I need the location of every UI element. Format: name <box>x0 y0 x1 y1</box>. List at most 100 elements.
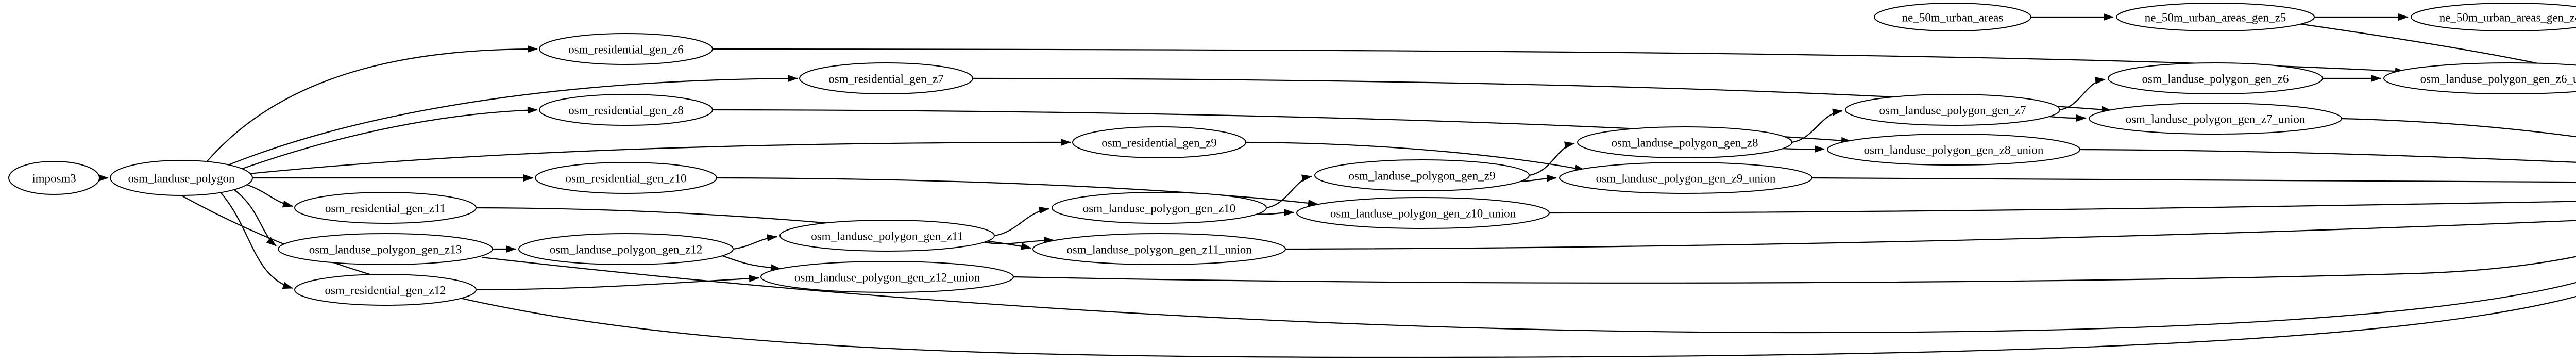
node-label-imposm3: imposm3 <box>32 172 76 185</box>
node-label-osm_landuse_polygon_gen_z7_union: osm_landuse_polygon_gen_z7_union <box>2126 113 2306 126</box>
edge-osm_landuse_polygon_gen_z7_union-to-layer_landuse_z7 <box>2341 118 2576 138</box>
edge-osm_landuse_polygon-to-osm_residential_gen_z9 <box>248 139 1071 175</box>
edge-osm_landuse_polygon_gen_z10-to-osm_landuse_polygon_gen_z9 <box>1266 174 1312 209</box>
node-ellipse-osm_landuse_polygon_gen_z10 <box>1052 192 1267 224</box>
node-ellipse-ne_50m_urban_areas_gen_z5 <box>2116 3 2315 31</box>
node-osm_residential_gen_z6: osm_residential_gen_z6 <box>539 33 713 65</box>
node-label-osm_landuse_polygon_gen_z6_union: osm_landuse_polygon_gen_z6_union <box>2420 73 2576 86</box>
node-osm_landuse_polygon_gen_z6: osm_landuse_polygon_gen_z6 <box>2108 62 2323 94</box>
node-label-ne_50m_urban_areas: ne_50m_urban_areas <box>1902 11 2004 24</box>
edge-osm_landuse_polygon-to-osm_landuse_polygon_gen_z13 <box>232 188 277 246</box>
edge-osm_landuse_polygon_gen_z10_union-to-layer_landuse_z10 <box>1549 201 2576 214</box>
node-ellipse-imposm3 <box>8 161 100 195</box>
node-label-osm_residential_gen_z6: osm_residential_gen_z6 <box>568 43 684 56</box>
edge-osm_residential_gen_z12-to-osm_landuse_polygon_gen_z12_union <box>476 275 759 291</box>
edge-osm_landuse_polygon-to-osm_residential_gen_z6 <box>206 45 538 163</box>
node-osm_landuse_polygon_gen_z6_union: osm_landuse_polygon_gen_z6_union <box>2383 62 2576 94</box>
edge-osm_landuse_polygon-to-osm_residential_gen_z11 <box>245 183 293 208</box>
edge-osm_landuse_polygon_gen_z8_union-to-layer_landuse_z8 <box>2079 149 2576 163</box>
edge-osm_landuse_polygon_gen_z9_union-to-layer_landuse_z9 <box>1811 177 2576 183</box>
node-ellipse-osm_landuse_polygon_gen_z10_union <box>1296 197 1550 229</box>
node-osm_landuse_polygon_gen_z11: osm_landuse_polygon_gen_z11 <box>779 220 995 252</box>
node-ellipse-osm_landuse_polygon_gen_z8_union <box>1827 134 2080 166</box>
edge-osm_landuse_polygon-to-osm_residential_gen_z12 <box>220 192 293 289</box>
edge-osm_landuse_polygon-to-osm_residential_gen_z7 <box>225 75 798 167</box>
node-label-osm_landuse_polygon_gen_z9_union: osm_landuse_polygon_gen_z9_union <box>1596 172 1776 185</box>
node-label-osm_residential_gen_z11: osm_residential_gen_z11 <box>325 202 446 215</box>
node-ellipse-osm_landuse_polygon_gen_z11_union <box>1032 233 1286 265</box>
node-ellipse-osm_residential_gen_z8 <box>539 94 713 126</box>
node-ellipse-osm_landuse_polygon_gen_z13 <box>278 233 493 265</box>
edge-osm_landuse_polygon_gen_z11_union-to-layer_landuse_z11 <box>1285 220 2576 250</box>
node-osm_landuse_polygon_gen_z9_union: osm_landuse_polygon_gen_z9_union <box>1559 162 1812 194</box>
node-ellipse-osm_landuse_polygon_gen_z8 <box>1577 126 1792 158</box>
edge-osm_landuse_polygon-to-osm_residential_gen_z8 <box>239 106 538 171</box>
node-osm_landuse_polygon_gen_z8: osm_landuse_polygon_gen_z8 <box>1577 126 1792 158</box>
node-label-osm_landuse_polygon_gen_z13: osm_landuse_polygon_gen_z13 <box>309 243 462 256</box>
node-ellipse-osm_landuse_polygon_gen_z6 <box>2108 62 2323 94</box>
node-osm_residential_gen_z7: osm_residential_gen_z7 <box>799 62 973 94</box>
edge-osm_residential_gen_z9-to-osm_landuse_polygon_gen_z9_union <box>1245 141 1585 172</box>
edge-osm_landuse_polygon-to-layer_landuse_z14plus <box>181 195 2576 358</box>
node-ellipse-osm_residential_gen_z9 <box>1072 126 1246 158</box>
node-imposm3: imposm3 <box>8 161 100 195</box>
node-label-osm_residential_gen_z8: osm_residential_gen_z8 <box>568 104 684 117</box>
edge-osm_landuse_polygon_gen_z12_union-to-layer_landuse_z12 <box>1013 256 2576 284</box>
node-osm_landuse_polygon_gen_z7_union: osm_landuse_polygon_gen_z7_union <box>2089 103 2342 135</box>
node-label-osm_residential_gen_z10: osm_residential_gen_z10 <box>565 172 686 185</box>
node-osm_landuse_polygon_gen_z12: osm_landuse_polygon_gen_z12 <box>518 233 734 265</box>
edge-osm_landuse_polygon_gen_z9-to-osm_landuse_polygon_gen_z8 <box>1529 141 1575 176</box>
node-ellipse-osm_landuse_polygon_gen_z9 <box>1314 159 1530 191</box>
edge-osm_landuse_polygon_gen_z11-to-osm_landuse_polygon_gen_z10 <box>994 206 1049 237</box>
node-label-osm_landuse_polygon_gen_z8: osm_landuse_polygon_gen_z8 <box>1612 137 1758 150</box>
node-ellipse-osm_landuse_polygon_gen_z7_union <box>2089 103 2342 135</box>
node-osm_landuse_polygon: osm_landuse_polygon <box>110 160 253 196</box>
node-ellipse-ne_50m_urban_areas_gen_z4 <box>2411 3 2576 31</box>
node-label-osm_landuse_polygon_gen_z10_union: osm_landuse_polygon_gen_z10_union <box>1330 207 1516 220</box>
node-label-osm_landuse_polygon_gen_z12: osm_landuse_polygon_gen_z12 <box>550 243 702 256</box>
node-ellipse-osm_landuse_polygon_gen_z9_union <box>1559 162 1812 194</box>
node-label-osm_landuse_polygon_gen_z6: osm_landuse_polygon_gen_z6 <box>2142 73 2289 86</box>
node-ellipse-osm_landuse_polygon <box>110 160 253 196</box>
node-ellipse-osm_residential_gen_z7 <box>799 62 973 94</box>
node-label-osm_landuse_polygon_gen_z10: osm_landuse_polygon_gen_z10 <box>1083 202 1235 215</box>
edge-osm_landuse_polygon_gen_z10-to-osm_landuse_polygon_gen_z10_union <box>1256 209 1294 217</box>
node-label-osm_residential_gen_z12: osm_residential_gen_z12 <box>325 284 446 297</box>
node-ellipse-osm_residential_gen_z10 <box>535 162 717 194</box>
node-label-osm_landuse_polygon_gen_z11: osm_landuse_polygon_gen_z11 <box>811 230 963 243</box>
node-osm_landuse_polygon_gen_z12_union: osm_landuse_polygon_gen_z12_union <box>760 261 1014 293</box>
node-osm_landuse_polygon_gen_z11_union: osm_landuse_polygon_gen_z11_union <box>1032 233 1286 265</box>
edge-osm_landuse_polygon_gen_z9-to-osm_landuse_polygon_gen_z9_union <box>1519 174 1557 183</box>
node-label-osm_landuse_polygon_gen_z8_union: osm_landuse_polygon_gen_z8_union <box>1864 144 2044 157</box>
node-label-osm_landuse_polygon_gen_z12_union: osm_landuse_polygon_gen_z12_union <box>794 271 980 284</box>
node-osm_landuse_polygon_gen_z9: osm_landuse_polygon_gen_z9 <box>1314 159 1530 191</box>
node-label-osm_landuse_polygon_gen_z7: osm_landuse_polygon_gen_z7 <box>1879 104 2026 117</box>
edge-osm_residential_gen_z10-to-osm_landuse_polygon_gen_z10_union <box>716 177 1318 207</box>
edge-osm_landuse_polygon_gen_z12-to-osm_landuse_polygon_gen_z11 <box>733 234 777 250</box>
edge-osm_landuse_polygon_gen_z11-to-osm_landuse_polygon_gen_z11_union <box>985 237 1055 244</box>
node-ellipse-osm_residential_gen_z12 <box>294 274 477 306</box>
node-ellipse-osm_residential_gen_z6 <box>539 33 713 65</box>
node-ne_50m_urban_areas_gen_z5: ne_50m_urban_areas_gen_z5 <box>2116 3 2315 31</box>
node-osm_landuse_polygon_gen_z7: osm_landuse_polygon_gen_z7 <box>1845 94 2060 126</box>
node-ne_50m_urban_areas: ne_50m_urban_areas <box>1874 3 2031 31</box>
node-osm_landuse_polygon_gen_z8_union: osm_landuse_polygon_gen_z8_union <box>1827 134 2080 166</box>
node-ne_50m_urban_areas_gen_z4: ne_50m_urban_areas_gen_z4 <box>2411 3 2576 31</box>
node-ellipse-osm_landuse_polygon_gen_z12_union <box>760 261 1014 293</box>
node-label-osm_landuse_polygon_gen_z11_union: osm_landuse_polygon_gen_z11_union <box>1066 243 1252 256</box>
edge-osm_landuse_polygon_gen_z13-to-layer_landuse_z13 <box>481 256 2576 334</box>
node-ellipse-osm_landuse_polygon_gen_z6_union <box>2383 62 2576 94</box>
node-osm_landuse_polygon_gen_z10_union: osm_landuse_polygon_gen_z10_union <box>1296 197 1550 229</box>
edge-osm_landuse_polygon_gen_z7-to-osm_landuse_polygon_gen_z6 <box>2059 77 2106 111</box>
node-ellipse-osm_landuse_polygon_gen_z11 <box>779 220 995 252</box>
node-osm_landuse_polygon_gen_z13: osm_landuse_polygon_gen_z13 <box>278 233 493 265</box>
node-label-ne_50m_urban_areas_gen_z5: ne_50m_urban_areas_gen_z5 <box>2145 11 2286 24</box>
edge-osm_landuse_polygon_gen_z8-to-osm_landuse_polygon_gen_z7 <box>1791 108 1843 143</box>
node-label-osm_residential_gen_z9: osm_residential_gen_z9 <box>1101 137 1217 150</box>
edge-osm_landuse_polygon_gen_z12-to-osm_landuse_polygon_gen_z12_union <box>722 255 781 272</box>
node-osm_landuse_polygon_gen_z10: osm_landuse_polygon_gen_z10 <box>1052 192 1267 224</box>
node-ellipse-osm_landuse_polygon_gen_z12 <box>518 233 734 265</box>
node-osm_residential_gen_z11: osm_residential_gen_z11 <box>294 192 477 224</box>
